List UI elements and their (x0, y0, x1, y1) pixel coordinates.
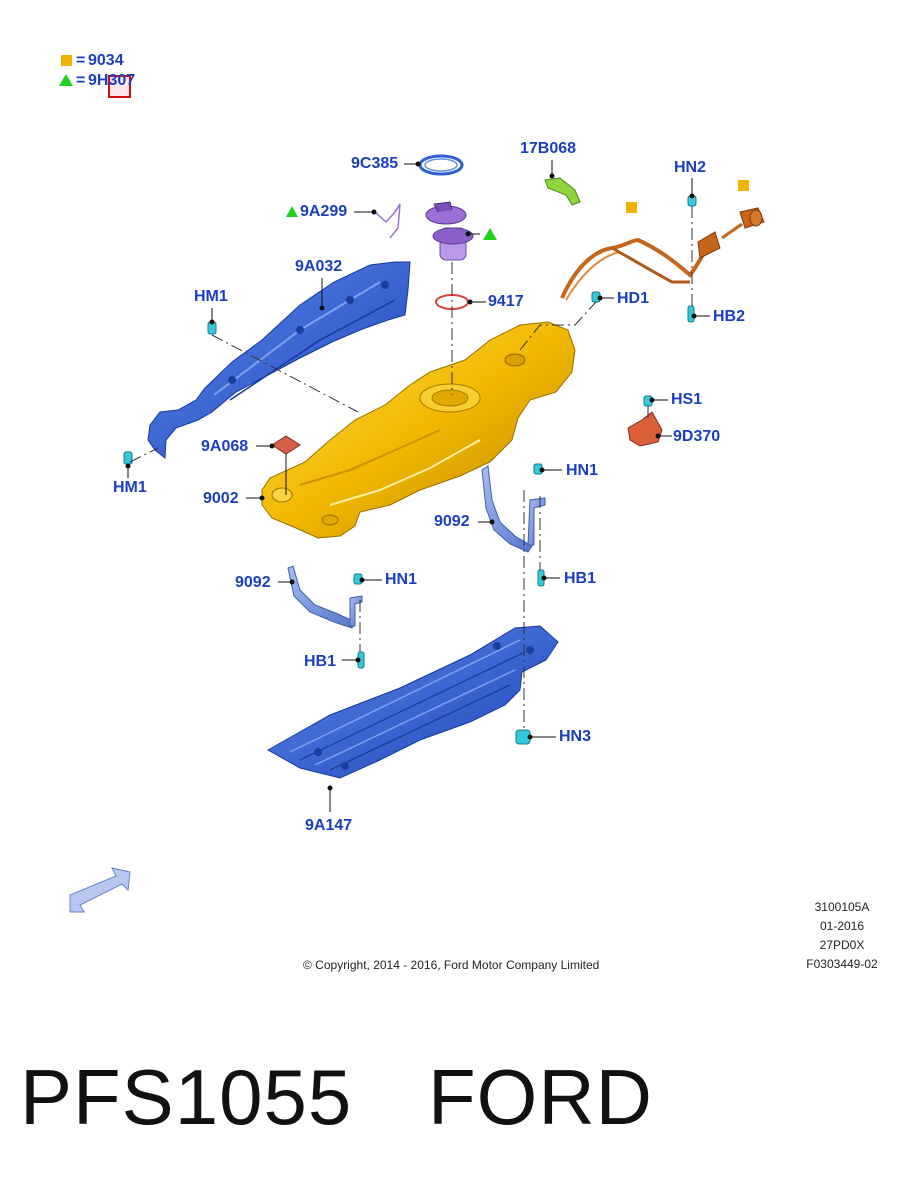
callout-hb2: HB2 (713, 308, 746, 325)
strap-9092-left-arm (349, 595, 363, 627)
leader-dots (125, 161, 697, 791)
callout-hb1-left: HB1 (304, 653, 337, 670)
callout-hb1-right: HB1 (564, 570, 597, 587)
key-triangle-icon (483, 228, 497, 240)
legend-square-eq: = (76, 52, 86, 69)
fuel-tank-9002 (261, 321, 576, 539)
callout-9092-right: 9092 (434, 513, 470, 530)
lock-ring-9c385-inner (424, 158, 458, 172)
legend-square-code: 9034 (88, 52, 124, 69)
strap-9092-left (287, 565, 356, 629)
skid-plate-9a147 (266, 625, 559, 779)
callout-hd1: HD1 (617, 290, 650, 307)
callout-9002: 9002 (203, 490, 239, 507)
legend-triangle-code: 9H307 (88, 72, 136, 89)
doc-date: 01-2016 (819, 919, 865, 933)
doc-figure: F0303449-02 (806, 957, 878, 971)
callout-9a147: 9A147 (305, 817, 353, 834)
valve-9d370 (627, 411, 663, 447)
key-square-icon (738, 180, 749, 191)
callout-9d370: 9D370 (673, 428, 721, 445)
legend-triangle-icon (59, 74, 73, 86)
bracket-17b068 (544, 177, 581, 206)
callout-hs1: HS1 (671, 391, 703, 408)
copyright-notice: © Copyright, 2014 - 2016, Ford Motor Com… (303, 958, 600, 972)
wire-9a299 (374, 203, 401, 239)
callout-hn3: HN3 (559, 728, 592, 745)
callout-17b068: 17B068 (520, 140, 577, 157)
strap-9092-right-arm (527, 497, 546, 546)
heat-shield-9a032 (147, 261, 411, 459)
fuel-sender-9h307 (425, 201, 474, 261)
pad-9a068 (271, 435, 301, 455)
callout-9a032: 9A032 (295, 258, 343, 275)
brand-name: FORD (428, 1053, 653, 1141)
callout-9417: 9417 (488, 293, 524, 310)
callout-hn2: HN2 (674, 159, 707, 176)
key-square-icon (626, 202, 637, 213)
key-triangle-icon (286, 206, 298, 217)
legend-triangle-eq: = (76, 72, 86, 89)
callout-9c385: 9C385 (351, 155, 399, 172)
part-number: PFS1055 (20, 1053, 353, 1141)
legend-square-icon (61, 55, 72, 66)
doc-ref: 3100105A (814, 900, 870, 914)
front-direction-arrow-icon (69, 867, 131, 913)
callout-hm1-top: HM1 (194, 288, 228, 305)
callout-hn1-left: HN1 (385, 571, 418, 588)
callout-9a068: 9A068 (201, 438, 249, 455)
strap-9092-right (481, 465, 533, 553)
doc-model: 27PD0X (819, 938, 865, 952)
alignment-lines (129, 206, 693, 730)
callout-9a299: 9A299 (300, 203, 348, 220)
fastener-hm1-bottom (123, 451, 133, 465)
callout-hn1-right: HN1 (566, 462, 599, 479)
filler-pipe (560, 207, 765, 301)
callout-hm1-bottom: HM1 (113, 479, 147, 496)
highlight-box (108, 75, 131, 98)
callout-9092-left: 9092 (235, 574, 271, 591)
